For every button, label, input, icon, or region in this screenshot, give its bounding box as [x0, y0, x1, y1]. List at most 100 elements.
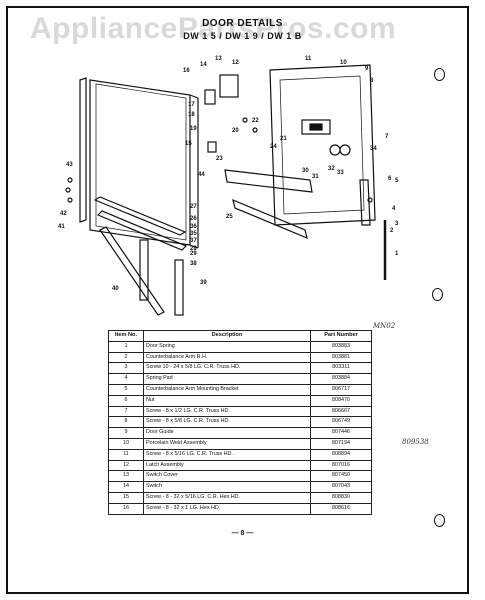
- handwritten-note: 809538: [402, 438, 429, 446]
- description: Switch: [143, 481, 311, 493]
- description: Door Spring: [143, 340, 311, 353]
- description: Screw - 8 x 5/16 LG. C.R. Truss HD.: [143, 448, 311, 461]
- part-number: 807016: [310, 459, 372, 472]
- svg-text:7: 7: [385, 134, 389, 140]
- svg-text:17: 17: [188, 102, 195, 108]
- svg-text:18: 18: [188, 112, 195, 118]
- description: Screw 10 - 24 x 5/8 LG. C.R. Truss HD.: [143, 362, 311, 375]
- svg-text:36: 36: [190, 224, 197, 230]
- svg-text:23: 23: [216, 156, 223, 162]
- svg-text:21: 21: [280, 136, 287, 142]
- latch-assembly: [219, 74, 239, 98]
- model-numbers: DW 1 5 / DW 1 9 / DW 1 B: [183, 31, 302, 41]
- part-number: 806717: [310, 383, 372, 396]
- part-number: 807043: [310, 481, 372, 493]
- svg-text:30: 30: [302, 168, 309, 174]
- item-no: 13: [108, 470, 144, 483]
- page-title: DOOR DETAILS: [202, 18, 283, 29]
- svg-text:25: 25: [226, 214, 233, 220]
- svg-text:12: 12: [232, 60, 239, 66]
- svg-text:38: 38: [190, 261, 197, 267]
- inner-door-panel: [269, 64, 376, 226]
- col-header-part-number: Part Number: [310, 330, 372, 342]
- item-no: 15: [108, 491, 144, 504]
- part-number: 807450: [310, 470, 372, 483]
- svg-text:3: 3: [395, 221, 399, 227]
- item-no: 5: [108, 383, 144, 396]
- svg-text:37: 37: [190, 238, 197, 244]
- svg-text:1: 1: [395, 251, 399, 257]
- watermark: AppliancePartsPros.com: [30, 12, 397, 45]
- part-number: 808894: [310, 448, 372, 461]
- description: Screw - 8 - 32 x 1 LG. Hex HD.: [143, 502, 311, 515]
- item-no: 14: [108, 481, 144, 493]
- svg-text:31: 31: [312, 174, 319, 180]
- svg-text:40: 40: [112, 286, 119, 292]
- part-number: 803311: [310, 362, 372, 375]
- part-number: 803884: [310, 373, 372, 385]
- part-number: 806749: [310, 416, 372, 429]
- svg-text:19: 19: [190, 126, 197, 132]
- item-no: 2: [108, 351, 144, 364]
- item-no: 8: [108, 416, 144, 429]
- outer-door-panel: [89, 79, 191, 246]
- item-no: 4: [108, 373, 144, 385]
- part-number: 808830: [310, 491, 372, 504]
- svg-text:5: 5: [395, 178, 399, 184]
- svg-text:43: 43: [66, 162, 73, 168]
- description: Screw - 8 - 32 x 5/16 LG. C.R. Hex HD.: [143, 491, 311, 504]
- description: Counterbalance Arm R.H.: [143, 351, 311, 364]
- svg-text:27: 27: [190, 204, 197, 210]
- door-guide: [224, 169, 313, 193]
- description: Counterbalance Arm Mounting Bracket: [143, 383, 311, 396]
- description: Door Guide: [143, 427, 311, 439]
- svg-text:4: 4: [392, 206, 396, 212]
- binder-hole-icon: [434, 514, 445, 527]
- description: Screw - 8 x 5/8 LG. C.R. Truss HD.: [143, 416, 311, 429]
- item-no: 3: [108, 362, 144, 375]
- svg-text:20: 20: [232, 128, 239, 134]
- svg-text:44: 44: [198, 172, 205, 178]
- page-border: [6, 6, 469, 594]
- col-header-item-no: Item No.: [108, 330, 144, 342]
- svg-text:29: 29: [190, 251, 197, 257]
- part-number: 803883: [310, 340, 372, 353]
- page-number: — 8 —: [231, 530, 254, 537]
- svg-text:33: 33: [337, 170, 344, 176]
- part-number: 807194: [310, 437, 372, 450]
- item-no: 6: [108, 394, 144, 407]
- svg-text:41: 41: [58, 224, 65, 230]
- description: Screw - 8 x 1/2 LG. C.R. Truss HD.: [143, 405, 311, 418]
- svg-text:42: 42: [60, 211, 67, 217]
- svg-text:35: 35: [190, 231, 197, 237]
- description: Porcelain Weld Assembly: [143, 437, 311, 450]
- description: Nut: [143, 394, 311, 407]
- item-no: 12: [108, 459, 144, 472]
- svg-text:8: 8: [370, 78, 374, 84]
- svg-text:2: 2: [390, 228, 394, 234]
- description: Latch Assembly: [143, 459, 311, 472]
- item-no: 16: [108, 502, 144, 515]
- item-no: 11: [108, 448, 144, 461]
- svg-text:15: 15: [185, 141, 192, 147]
- part-number: 808616: [310, 502, 372, 515]
- svg-text:32: 32: [328, 166, 335, 172]
- svg-text:14: 14: [200, 62, 207, 68]
- item-no: 1: [108, 340, 144, 353]
- item-no: 9: [108, 427, 144, 439]
- svg-text:9: 9: [365, 66, 369, 72]
- col-header-description: Description: [143, 330, 311, 342]
- svg-text:16: 16: [183, 68, 190, 74]
- svg-text:24: 24: [270, 144, 277, 150]
